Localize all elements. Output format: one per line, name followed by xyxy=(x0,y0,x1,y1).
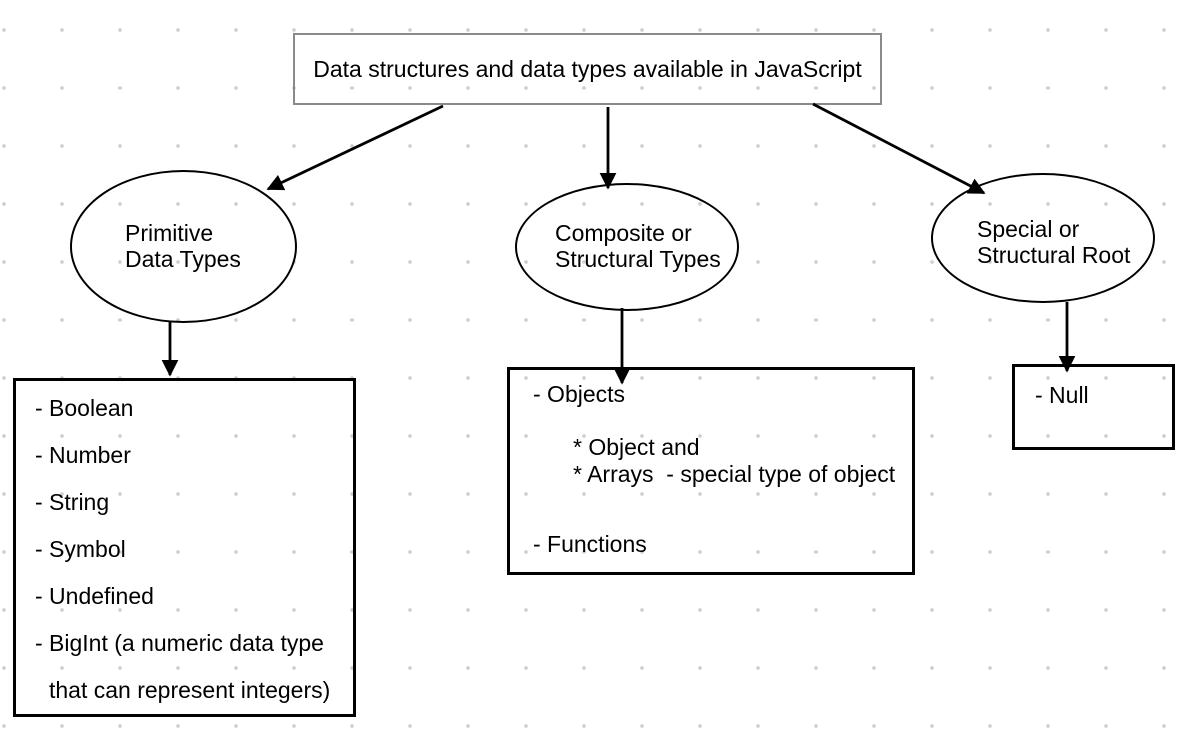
list-item: - Undefined xyxy=(35,583,154,609)
list-sub-item: * Arrays - special type of object xyxy=(573,461,896,487)
ellipse-special-label: Special or Structural Root xyxy=(977,216,1131,268)
root-node-label: Data structures and data types available… xyxy=(313,55,862,82)
list-item: - String xyxy=(35,489,110,515)
list-sub-item: * Object and xyxy=(573,434,700,460)
list-item: - Boolean xyxy=(35,395,134,421)
list-item: - Number xyxy=(35,442,131,468)
arrow-root-to-primitive xyxy=(266,104,444,191)
list-item: - Symbol xyxy=(35,536,126,562)
box-composite-types-list: - Objects * Object and * Arrays - specia… xyxy=(507,367,915,575)
ellipse-composite-structural-types xyxy=(515,183,739,311)
list-item-continuation: that can represent integers) xyxy=(49,677,331,703)
list-item: - Functions xyxy=(533,531,647,557)
ellipse-primitive-label: Primitive Data Types xyxy=(125,220,241,272)
root-node-box: Data structures and data types available… xyxy=(293,33,882,105)
list-item: - Null xyxy=(1035,382,1089,408)
arrow-root-to-special xyxy=(812,102,986,195)
list-item: - Objects xyxy=(533,381,626,407)
box-primitive-types-list: - Boolean - Number - String - Symbol - U… xyxy=(13,378,356,717)
box-special-null: - Null xyxy=(1012,364,1175,450)
list-item: - BigInt (a numeric data type xyxy=(35,630,324,656)
ellipse-special-structural-root xyxy=(931,173,1155,303)
ellipse-composite-label: Composite or Structural Types xyxy=(555,220,721,272)
ellipse-primitive-data-types xyxy=(70,170,297,323)
